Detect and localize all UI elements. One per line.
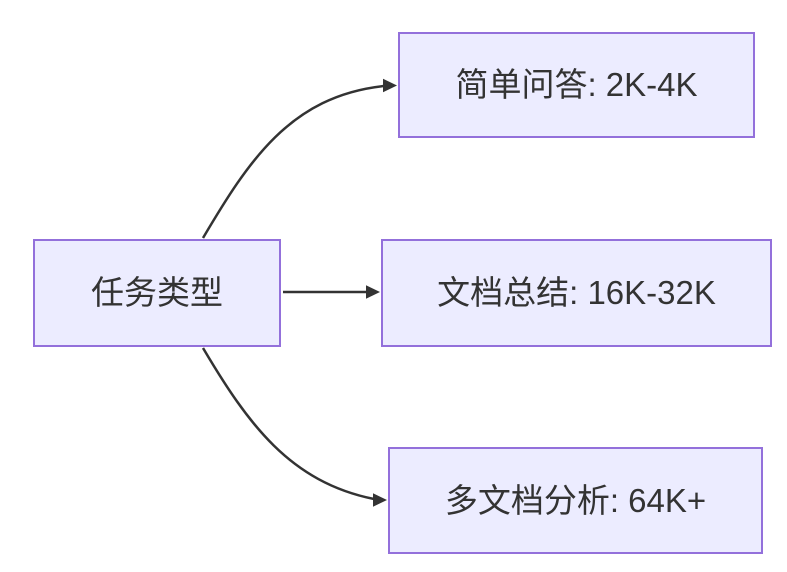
- arrow-curve: [201, 84, 385, 239]
- node-doc-summary-label: 文档总结: 16K-32K: [437, 274, 716, 312]
- arrow-root-to-doc-summary: [283, 285, 380, 299]
- arrowhead-icon: [366, 285, 380, 299]
- node-multidoc-analysis: 多文档分析: 64K+: [388, 447, 763, 554]
- node-doc-summary: 文档总结: 16K-32K: [381, 239, 772, 347]
- node-task-type-label: 任务类型: [91, 274, 223, 312]
- node-simple-qa-label: 简单问答: 2K-4K: [455, 66, 698, 104]
- arrow-curve: [201, 347, 375, 501]
- arrow-root-to-simple-qa: [201, 78, 397, 239]
- arrow-root-to-multidoc-analysis: [201, 347, 387, 507]
- node-multidoc-analysis-label: 多文档分析: 64K+: [444, 481, 707, 519]
- node-task-type: 任务类型: [33, 239, 281, 347]
- arrowhead-icon: [373, 493, 387, 507]
- node-simple-qa: 简单问答: 2K-4K: [398, 32, 755, 138]
- arrowhead-icon: [383, 78, 397, 93]
